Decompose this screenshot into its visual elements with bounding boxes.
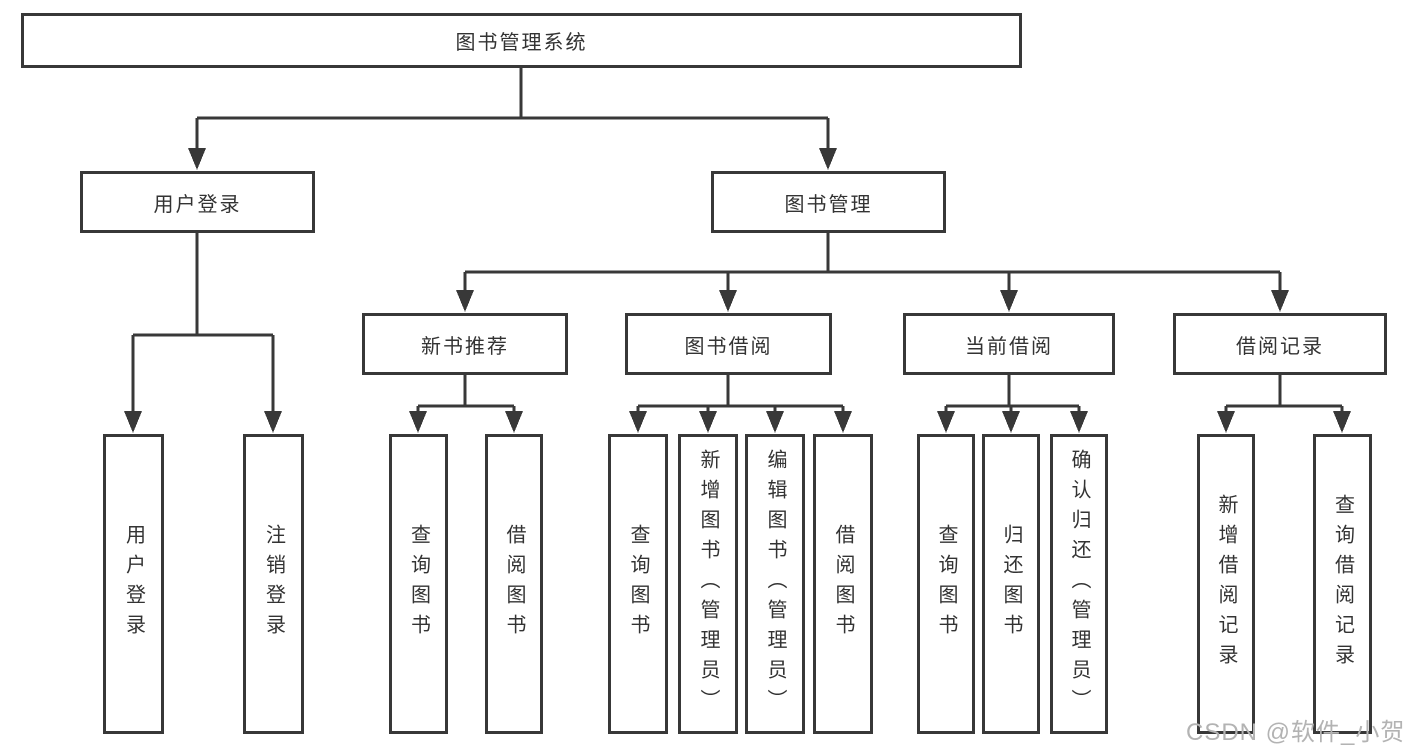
node-current-borrowing: 当前借阅: [903, 313, 1115, 375]
leaf-query-borrow-record: 查询借阅记录: [1313, 434, 1372, 734]
leaf-borrow-books-borrowing: 借阅图书: [813, 434, 873, 734]
node-book-borrowing: 图书借阅: [625, 313, 832, 375]
leaf-borrow-books-recommend: 借阅图书: [485, 434, 543, 734]
leaf-confirm-return-admin: 确认归还（管理员）: [1050, 434, 1108, 734]
leaf-add-borrow-record: 新增借阅记录: [1197, 434, 1255, 734]
node-library-management-system: 图书管理系统: [21, 13, 1022, 68]
leaf-edit-book-admin: 编辑图书（管理员）: [745, 434, 805, 734]
leaf-user-login: 用户登录: [103, 434, 164, 734]
node-user-login: 用户登录: [80, 171, 315, 233]
leaf-query-books-recommend: 查询图书: [389, 434, 448, 734]
leaf-logout: 注销登录: [243, 434, 304, 734]
leaf-add-book-admin: 新增图书（管理员）: [678, 434, 738, 734]
node-borrowing-records: 借阅记录: [1173, 313, 1387, 375]
leaf-return-books: 归还图书: [982, 434, 1040, 734]
node-new-book-recommend: 新书推荐: [362, 313, 568, 375]
leaf-query-books-borrowing: 查询图书: [608, 434, 668, 734]
node-book-management: 图书管理: [711, 171, 946, 233]
leaf-query-books-current: 查询图书: [917, 434, 975, 734]
watermark: CSDN @软件_小贺同学: [1186, 719, 1405, 746]
